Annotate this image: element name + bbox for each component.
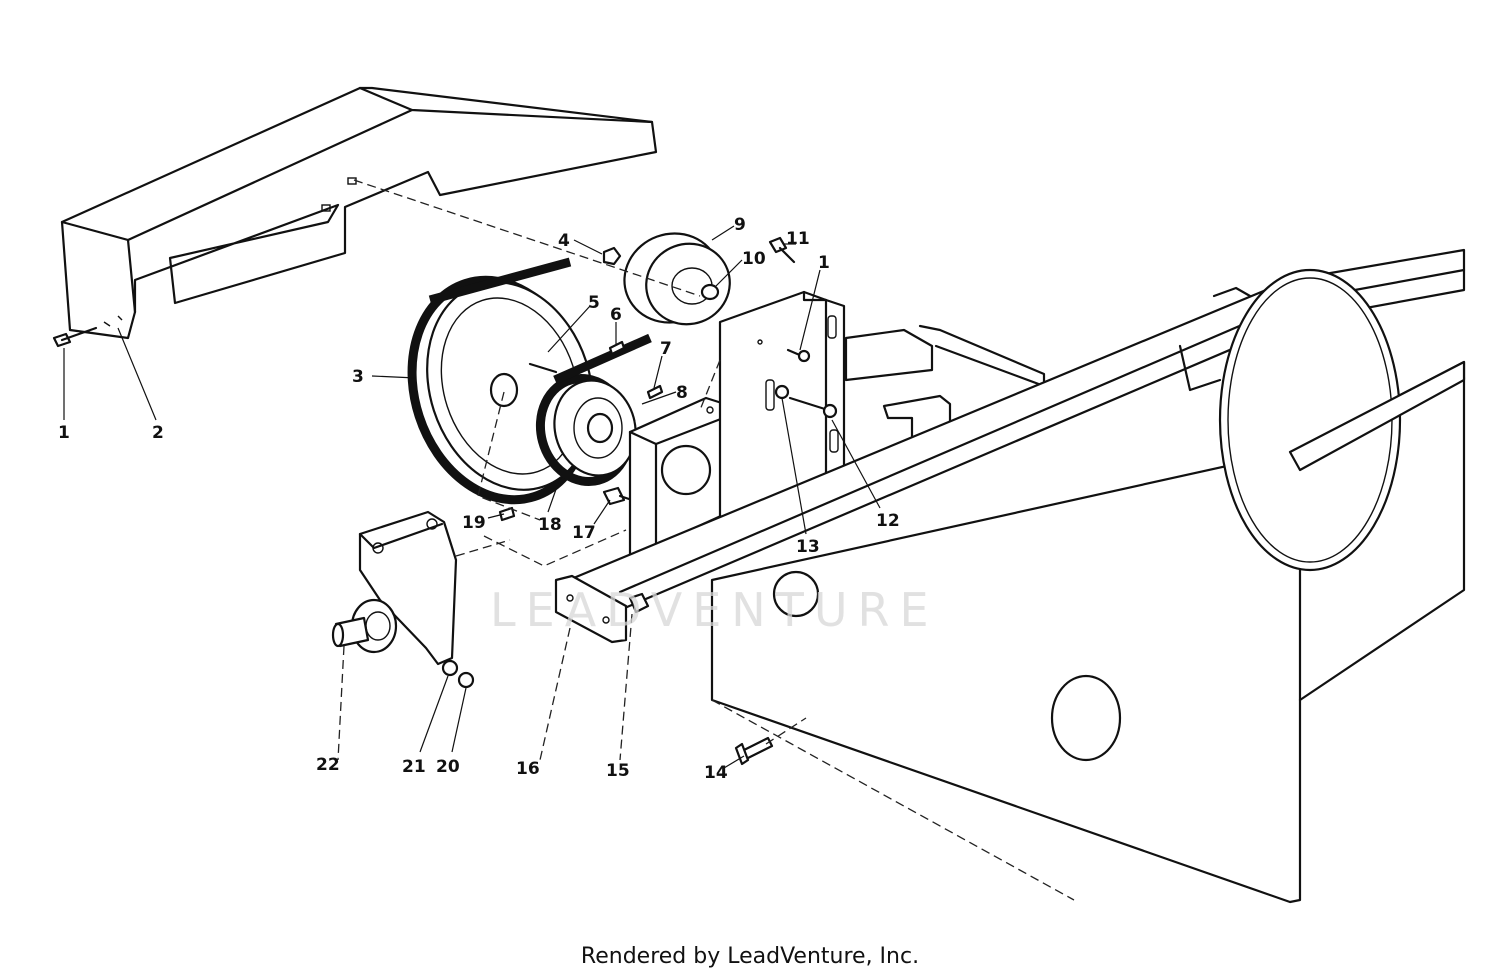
leader-lines (63, 225, 881, 769)
belt-guard-cover (60, 86, 658, 340)
watermark-text: LEADVENTURE (490, 583, 939, 637)
footer-credit: Rendered by LeadVenture, Inc. (580, 944, 920, 969)
callout-20: 20 (436, 757, 460, 777)
callout-5: 5 (588, 293, 600, 313)
callout-1-left: 1 (58, 423, 70, 443)
bolt-part-11 (768, 236, 796, 264)
callout-16: 16 (516, 759, 540, 779)
callout-21: 21 (402, 757, 426, 777)
callout-12: 12 (876, 511, 900, 531)
callout-19: 19 (462, 513, 486, 533)
callout-9: 9 (734, 215, 746, 235)
callout-18: 18 (538, 515, 562, 535)
callout-15: 15 (606, 761, 630, 781)
frame-members (844, 286, 1252, 442)
callout-2: 2 (152, 423, 164, 443)
callout-11: 11 (786, 229, 810, 249)
callout-7: 7 (660, 339, 672, 359)
callout-6: 6 (610, 305, 622, 325)
callout-4: 4 (558, 231, 570, 251)
drive-pulley (407, 257, 594, 505)
bolt-part-14 (734, 736, 774, 766)
callout-8: 8 (676, 383, 688, 403)
callout-10: 10 (742, 249, 766, 269)
callout-1-right: 1 (818, 253, 830, 273)
bolt-part-1-left (52, 326, 98, 348)
small-hardware (498, 340, 664, 522)
mounting-strip (554, 574, 650, 644)
idler-pulley (623, 232, 731, 326)
assembly-lines (337, 179, 807, 761)
driven-pulley (535, 333, 652, 487)
callout-22: 22 (316, 755, 340, 775)
callout-14: 14 (704, 763, 728, 783)
main-housing (710, 268, 1466, 904)
gearbox-bearing (331, 510, 475, 689)
callout-17: 17 (572, 523, 596, 543)
callout-13: 13 (796, 537, 820, 557)
callouts: 1 2 3 4 5 6 7 8 9 10 11 1 12 13 14 15 16… (58, 215, 900, 783)
nut-part-4 (602, 246, 622, 266)
callout-3: 3 (352, 367, 364, 387)
